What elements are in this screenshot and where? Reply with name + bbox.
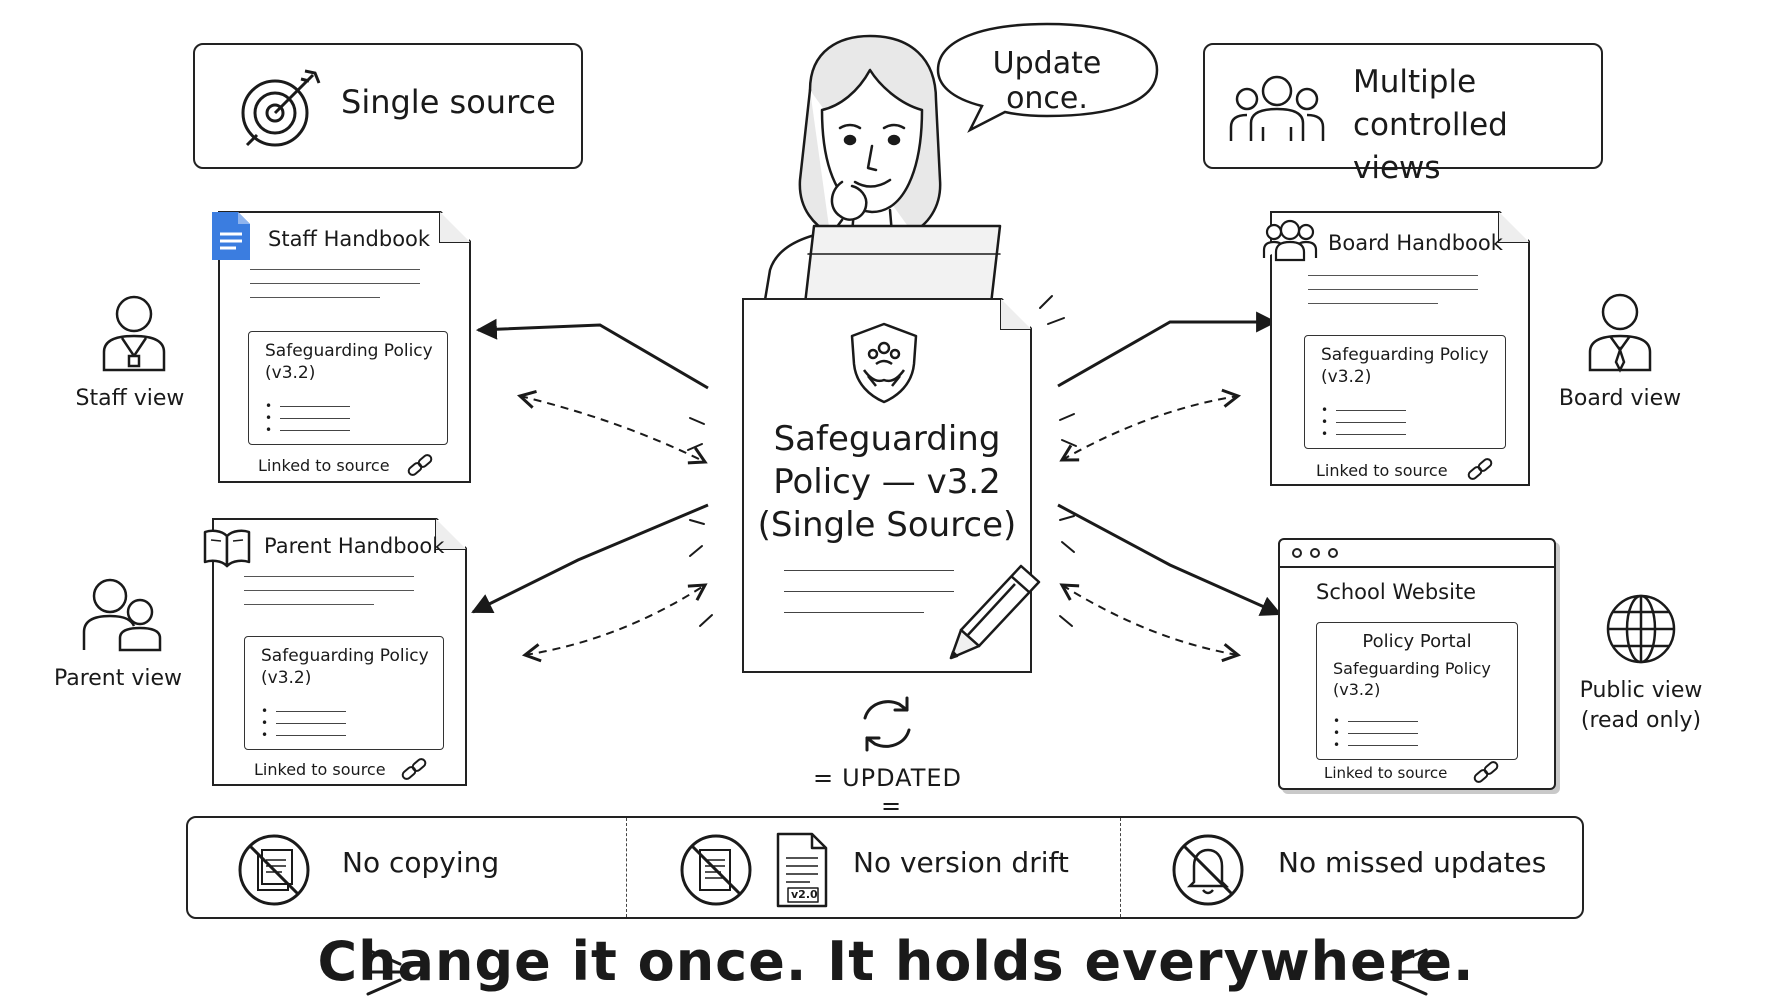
arrow-to-board	[1057, 311, 1278, 388]
no-missed-updates-label: No missed updates	[1278, 846, 1547, 879]
link-icon[interactable]	[400, 757, 428, 783]
page-fold	[435, 518, 467, 550]
feature-divider	[626, 818, 627, 917]
portal-title: Policy Portal	[1362, 631, 1472, 652]
dashed-arrow-board	[1059, 388, 1242, 462]
emphasis-ticks	[687, 295, 1077, 627]
pencil-icon	[949, 564, 1041, 660]
staff-view-label: Staff view	[75, 386, 185, 411]
doc-text-lines	[244, 576, 414, 618]
window-dot	[1310, 548, 1320, 558]
board-view-label: Board view	[1558, 386, 1682, 411]
link-icon[interactable]	[1472, 760, 1500, 786]
website-policy-label: Safeguarding Policy (v3.2)	[1333, 659, 1491, 699]
updated-tick-left: =	[812, 764, 835, 792]
globe-icon	[1606, 594, 1676, 664]
staff-handbook-document[interactable]: Staff Handbook Safeguarding Policy (v3.2…	[218, 211, 471, 483]
board-handbook-document[interactable]: Board Handbook Safeguarding Policy (v3.2…	[1270, 211, 1530, 486]
sync-icon	[863, 696, 911, 752]
tagline-tick-left	[364, 948, 404, 996]
bullet-lines: •••	[265, 400, 355, 436]
parent-linked-text: Linked to source	[254, 760, 386, 779]
staff-handbook-title: Staff Handbook	[268, 227, 431, 251]
link-icon[interactable]	[1466, 457, 1494, 483]
arrow-to-staff	[475, 318, 709, 390]
page-fold	[1498, 211, 1530, 243]
website-linked-text: Linked to source	[1324, 764, 1448, 782]
no-copying-label: No copying	[342, 846, 500, 879]
staff-policy-card[interactable]: Safeguarding Policy (v3.2) •••	[248, 331, 448, 445]
page-fold	[1000, 298, 1032, 330]
single-source-box: Single source	[193, 43, 583, 169]
central-title-line2: Policy — v3.2	[773, 462, 1001, 502]
central-text-lines	[784, 570, 954, 613]
single-source-title: Single source	[341, 83, 556, 121]
updated-label: UPDATED	[842, 764, 963, 792]
staff-linked-text: Linked to source	[258, 456, 390, 475]
multiple-views-box: Multiple controlled views	[1203, 43, 1603, 186]
updated-status: =UPDATED=	[800, 764, 975, 820]
bullet-lines: •••	[1321, 404, 1411, 440]
board-linked-text: Linked to source	[1316, 461, 1448, 480]
parent-handbook-title: Parent Handbook	[264, 534, 445, 558]
parent-policy-card[interactable]: Safeguarding Policy (v3.2) •••	[244, 636, 444, 750]
window-dot	[1328, 548, 1338, 558]
bullet-lines: •••	[261, 705, 351, 741]
bullet-lines: •••	[1333, 715, 1423, 751]
dashed-arrow-parent	[521, 583, 708, 663]
central-title-line3: (Single Source)	[757, 505, 1017, 545]
shield-hands-icon	[846, 320, 922, 406]
version-stamp: v2.0	[791, 888, 818, 901]
tagline-tick-right	[1390, 948, 1430, 996]
no-copy-icon	[238, 834, 310, 906]
docs-icon	[212, 212, 250, 260]
window-dot	[1292, 548, 1302, 558]
speech-bubble	[936, 22, 1159, 133]
board-group-icon	[1262, 219, 1318, 262]
no-bell-icon	[1172, 834, 1244, 906]
tagline: Change it once. It holds everywhere.	[317, 930, 1475, 993]
central-policy-document[interactable]: Safeguarding Policy — v3.2 (Single Sourc…	[742, 298, 1032, 673]
page-fold	[439, 211, 471, 243]
updated-tick-right: =	[880, 792, 903, 820]
link-icon[interactable]	[406, 453, 434, 479]
arrow-to-website	[1057, 503, 1282, 616]
doc-text-lines	[1308, 275, 1478, 317]
central-title: Safeguarding Policy — v3.2 (Single Sourc…	[744, 418, 1030, 547]
dashed-arrow-staff	[516, 389, 708, 465]
document-v2-icon	[776, 832, 828, 908]
target-icon	[241, 69, 321, 147]
feature-divider	[1120, 818, 1121, 917]
doc-text-lines	[250, 269, 420, 311]
multiple-views-title: Multiple controlled views	[1353, 64, 1508, 186]
board-policy-label: Safeguarding Policy (v3.2)	[1321, 345, 1489, 387]
school-website-window[interactable]: School Website Policy Portal Safeguardin…	[1278, 538, 1556, 790]
central-title-line1: Safeguarding	[773, 419, 1001, 459]
parent-view-label: Parent view	[53, 666, 183, 691]
speech-text: Update once.	[992, 46, 1102, 116]
no-version-drift-label: No version drift	[853, 846, 1069, 879]
arrow-to-parent	[471, 503, 709, 614]
parent-handbook-document[interactable]: Parent Handbook Safeguarding Policy (v3.…	[212, 518, 467, 786]
staff-policy-label: Safeguarding Policy (v3.2)	[265, 341, 433, 383]
book-icon	[203, 529, 251, 568]
no-drift-icon	[680, 834, 752, 906]
window-titlebar	[1280, 540, 1554, 568]
group-icon	[1229, 75, 1325, 141]
person-tie-icon	[1588, 293, 1652, 373]
policy-portal-card[interactable]: Policy Portal Safeguarding Policy (v3.2)…	[1316, 622, 1518, 760]
parent-policy-label: Safeguarding Policy (v3.2)	[261, 646, 429, 688]
public-view-label: Public view (read only)	[1579, 678, 1703, 733]
person-badge-icon	[102, 295, 166, 372]
dashed-arrow-website	[1059, 583, 1242, 663]
website-title: School Website	[1316, 580, 1477, 604]
parent-child-icon	[82, 578, 162, 652]
board-handbook-title: Board Handbook	[1328, 231, 1503, 255]
board-policy-card[interactable]: Safeguarding Policy (v3.2) •••	[1304, 335, 1506, 449]
features-bar: No copying v2.0 No version drift No miss…	[186, 816, 1584, 919]
